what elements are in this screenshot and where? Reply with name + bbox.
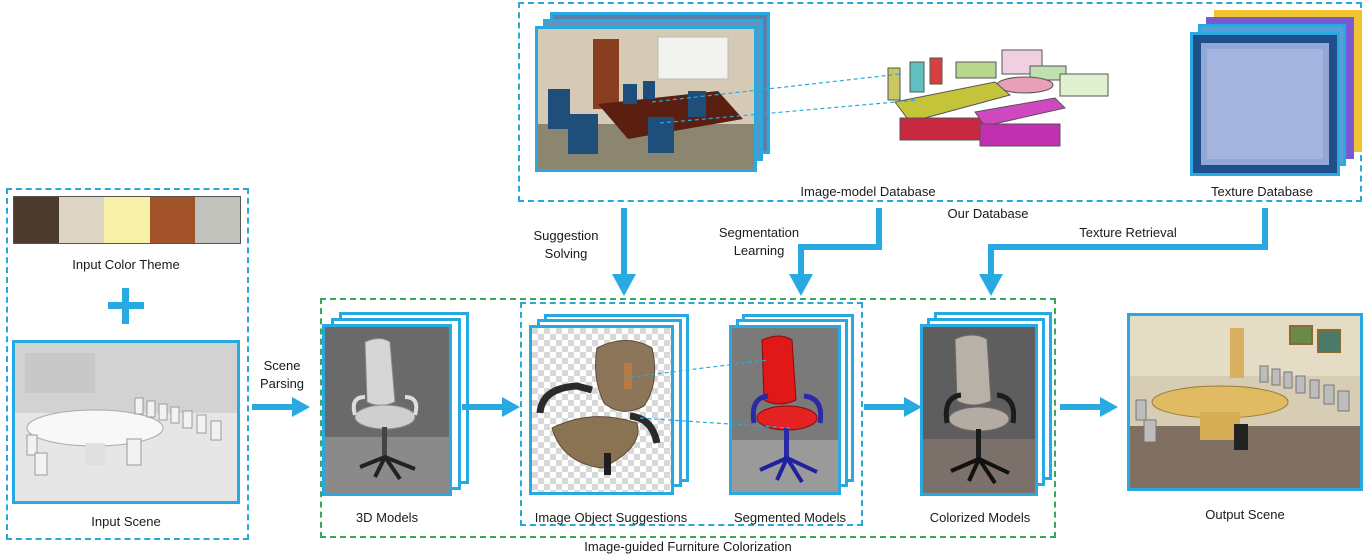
segmented-models-label: Segmented Models — [733, 510, 847, 525]
colorized-chair-render — [923, 327, 1035, 493]
furniture-models-collection — [887, 49, 1109, 147]
office-photo-render — [538, 29, 754, 169]
segmented-card-front — [729, 325, 841, 495]
colorization-group-box — [320, 298, 1056, 538]
our-database-label: Our Database — [947, 206, 1029, 221]
arrow-segmentation-learning — [789, 208, 882, 296]
texture-retrieval-label: Texture Retrieval — [1079, 225, 1177, 240]
output-scene-image — [1127, 313, 1363, 491]
arrow-texture-retrieval — [979, 208, 1268, 296]
plus-icon — [108, 288, 144, 324]
color-theme-palette — [13, 196, 241, 244]
arrow-to-colorized — [864, 397, 922, 417]
color-swatch-5 — [194, 197, 240, 243]
color-swatch-3 — [104, 197, 150, 243]
scene-parsing-label-line2: Parsing — [259, 376, 305, 391]
chair-model-render — [325, 327, 449, 493]
color-swatch-4 — [149, 197, 195, 243]
suggestion-solving-label-line2: Solving — [544, 246, 588, 261]
segmented-chair-render — [732, 328, 838, 492]
input-scene-label: Input Scene — [91, 514, 161, 529]
color-swatch-1 — [14, 197, 60, 243]
input-color-theme-label: Input Color Theme — [72, 257, 180, 272]
3d-models-label: 3D Models — [355, 510, 419, 525]
fabric-texture-render — [1193, 35, 1337, 173]
input-group-box — [6, 188, 249, 540]
chair-image-suggestion — [532, 328, 671, 492]
scene-parsing-label-line1: Scene — [263, 358, 301, 373]
input-scene-render — [15, 343, 237, 501]
output-scene-render — [1130, 316, 1360, 488]
image-object-suggestions-label: Image Object Suggestions — [534, 510, 688, 525]
color-swatch-2 — [59, 197, 105, 243]
image-model-database-label: Image-model Database — [800, 184, 936, 199]
colorized-models-label: Colorized Models — [929, 510, 1031, 525]
arrow-to-suggestions — [462, 397, 520, 417]
suggestion-solving-label-line1: Suggestion — [533, 228, 599, 243]
texture-database-label: Texture Database — [1211, 184, 1313, 199]
texture-card-front — [1190, 32, 1340, 176]
segmentation-learning-label-line1: Segmentation — [718, 225, 800, 240]
output-scene-label: Output Scene — [1205, 507, 1285, 522]
arrow-to-output — [1060, 397, 1118, 417]
db-photo-front — [535, 26, 757, 172]
suggestions-card-front — [529, 325, 674, 495]
arrow-suggestion-solving — [612, 208, 636, 296]
input-scene-image — [12, 340, 240, 504]
3d-models-card-front — [322, 324, 452, 496]
arrow-scene-parsing — [252, 397, 310, 417]
suggestion-segmentation-box — [520, 302, 863, 526]
colorized-card-front — [920, 324, 1038, 496]
colorization-group-label: Image-guided Furniture Colorization — [584, 539, 792, 554]
segmentation-learning-label-line2: Learning — [733, 243, 785, 258]
